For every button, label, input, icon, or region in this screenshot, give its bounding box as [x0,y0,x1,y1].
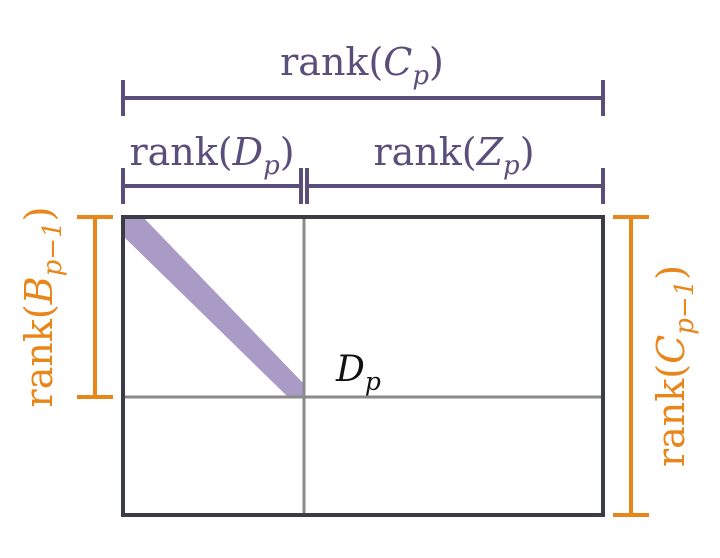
diagonal-band [123,217,304,397]
block-label-d: Dp [335,349,381,396]
matrix-frame [121,215,605,517]
label-rank-c-side: rank(Cp−1) [649,265,700,467]
top-bracket-rank-c [121,80,605,116]
label-rank-d: rank(Dp) [129,130,294,181]
bracket-rank-z [305,168,605,204]
matrix-grid-lines [123,217,603,515]
bracket-rank-d [121,168,303,204]
right-bracket-rank-c [613,215,649,517]
label-rank-c-top: rank(Cp) [280,40,444,91]
label-rank-b: rank(Bp−1) [17,207,68,408]
label-rank-z: rank(Zp) [373,130,534,181]
left-bracket-rank-b [77,215,113,399]
